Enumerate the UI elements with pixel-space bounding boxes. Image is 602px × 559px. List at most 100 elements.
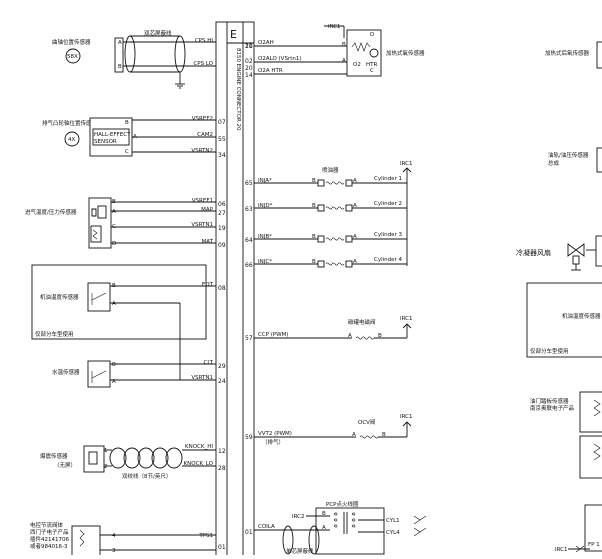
pin-02-name: O2ALO (VSrtn1) xyxy=(258,56,301,62)
pin-vsrtn2-num: 34 xyxy=(218,152,226,159)
svg-text:IRC2: IRC2 xyxy=(292,514,305,520)
pin-eot-num: 08 xyxy=(218,285,226,292)
svg-text:2: 2 xyxy=(104,464,108,470)
crank-badge: 58X xyxy=(67,54,78,60)
svg-text:B: B xyxy=(382,432,386,438)
svg-text:A: A xyxy=(342,58,346,64)
svg-text:油门踏板传感器: 油门踏板传感器 xyxy=(530,397,569,405)
pin-eot-name: EOT xyxy=(202,282,214,288)
svg-text:OCV阀: OCV阀 xyxy=(358,418,375,426)
svg-text:冷凝器风扇: 冷凝器风扇 xyxy=(516,248,551,257)
irc1-ccp: IRC1 xyxy=(400,316,413,322)
svg-text:C: C xyxy=(125,149,129,155)
svg-text:B: B xyxy=(118,64,122,70)
svg-text:水温传感器: 水温传感器 xyxy=(52,368,80,376)
svg-text:B: B xyxy=(312,259,316,265)
ecm-letter: E xyxy=(230,28,237,41)
pin-66-name: INJC* xyxy=(258,259,272,265)
pin-59-num: 59 xyxy=(245,434,253,441)
svg-text:加热式氧传感器: 加热式氧传感器 xyxy=(386,49,425,57)
pin-64-num: 64 xyxy=(245,237,253,244)
svg-text:Cylinder 1: Cylinder 1 xyxy=(374,176,402,182)
svg-text:A: A xyxy=(353,203,357,209)
injector-3: B A Cylinder 3 xyxy=(254,232,407,243)
pin-mat-name: MAT xyxy=(202,239,214,245)
pin-vsref1-num: 06 xyxy=(218,201,226,208)
pin-cps-lo-name: CPS LO xyxy=(193,61,213,67)
svg-text:A: A xyxy=(112,379,116,385)
svg-text:HALL-EFFECT: HALL-EFFECT xyxy=(94,132,131,138)
pin-knock-lo-name: KNOCK_LO xyxy=(184,461,214,467)
irc1-bottom: IRC1 xyxy=(555,547,568,553)
svg-text:O2: O2 xyxy=(353,62,361,68)
svg-text:B: B xyxy=(312,178,316,184)
svg-text:PCP点火线圈: PCP点火线圈 xyxy=(326,500,359,508)
svg-text:（无屏）: （无屏） xyxy=(54,462,76,469)
svg-text:单芯屏蔽线: 单芯屏蔽线 xyxy=(286,547,314,555)
pin-knock-hi-name: KNOCK_HI xyxy=(185,444,213,450)
svg-text:曲轴位置传感器: 曲轴位置传感器 xyxy=(52,38,91,46)
svg-text:B: B xyxy=(125,120,129,126)
throttle-body: 电控节流阀体 西门子电子产品 插件42141706 或者984016-3 4 3 xyxy=(30,521,216,557)
svg-text:双芯屏蔽线: 双芯屏蔽线 xyxy=(144,29,172,37)
svg-text:B: B xyxy=(312,203,316,209)
pin-cps-lo-num: 20 xyxy=(245,65,253,72)
pin-cam2-num: 55 xyxy=(218,136,226,143)
injectors: 喷油器 IRC1 B A Cylinder 1 B A Cylinder 2 xyxy=(254,161,413,268)
svg-text:3: 3 xyxy=(112,548,116,554)
svg-text:A: A xyxy=(118,40,122,46)
pin-63-name: INJD* xyxy=(258,203,273,209)
pin-63-num: 63 xyxy=(245,206,253,213)
pin-knock-lo-num: 28 xyxy=(218,465,226,472)
svg-text:A: A xyxy=(352,432,356,438)
svg-text:机油温度传感器: 机油温度传感器 xyxy=(562,312,601,320)
crank-sensor: 曲轴位置传感器 双芯屏蔽线 58X A B xyxy=(52,29,216,89)
svg-text:A: A xyxy=(353,178,357,184)
svg-text:总成: 总成 xyxy=(548,159,560,167)
pin-cps-hi-num: 21 xyxy=(245,43,253,50)
svg-text:油轨/油压传感器: 油轨/油压传感器 xyxy=(548,151,589,159)
pin-10-name: O2AH xyxy=(258,40,274,46)
svg-text:D: D xyxy=(370,32,374,38)
svg-text:A: A xyxy=(322,525,326,531)
svg-text:南京奥联电子产品: 南京奥联电子产品 xyxy=(530,404,575,412)
pin-01-num: 01 xyxy=(245,529,253,536)
ecm-side-label: 8150 ENGINE CONNECTOR 20 xyxy=(235,48,241,131)
svg-text:4: 4 xyxy=(112,533,116,539)
pin-vsrtn2-name: VSRTN2 xyxy=(191,148,213,154)
svg-text:插件42141706: 插件42141706 xyxy=(30,535,69,543)
svg-text:机油温度传感器: 机油温度传感器 xyxy=(40,293,79,301)
svg-text:CYL4: CYL4 xyxy=(386,530,400,536)
pin-mat-num: 09 xyxy=(218,242,226,249)
ecm-block: E 8150 ENGINE CONNECTOR 20 xyxy=(215,21,255,559)
cam-badge: 4X xyxy=(68,137,75,143)
pin-vsrtn1b-name: VSRTN1 xyxy=(191,375,213,381)
o2-sensor: IRC1 D B A C O2 HTR 加热式氧传感器 xyxy=(254,24,425,77)
svg-text:B: B xyxy=(322,511,326,517)
svg-text:进气温度/压力传感器: 进气温度/压力传感器 xyxy=(25,208,77,216)
svg-text:CYL1: CYL1 xyxy=(386,518,400,524)
pin-vsrtn1-name: VSRTN1 xyxy=(191,222,213,228)
coolant-sensor: 水温传感器 B A xyxy=(52,360,216,388)
pin-57-num: 57 xyxy=(245,335,253,342)
pin-tps1-name: TPS1 xyxy=(198,533,213,539)
svg-text:B: B xyxy=(342,42,346,48)
svg-text:仅部分车型使用: 仅部分车型使用 xyxy=(530,347,569,355)
svg-text:或者984016-3: 或者984016-3 xyxy=(30,542,68,550)
svg-text:西门子电子产品: 西门子电子产品 xyxy=(30,528,69,536)
svg-text:加热式后氧传感器: 加热式后氧传感器 xyxy=(545,49,590,57)
svg-text:A: A xyxy=(353,234,357,240)
pin-map-num: 27 xyxy=(218,210,226,217)
knock-sensor: 爆震传感器 （无屏） 1 2 双绞线（8节/英尺） xyxy=(40,445,216,480)
injector-2: B A Cylinder 2 xyxy=(254,201,407,212)
svg-text:喷油器: 喷油器 xyxy=(322,166,339,174)
pin-65-name: INJA* xyxy=(258,178,272,184)
svg-text:A: A xyxy=(348,333,352,339)
pin-02-num: 02 xyxy=(245,58,253,65)
pin-66-num: 66 xyxy=(245,262,253,269)
svg-text:电控节流阀体: 电控节流阀体 xyxy=(30,521,64,529)
svg-text:1: 1 xyxy=(104,448,108,454)
irc1-top: IRC1 xyxy=(328,24,341,30)
pin-64-name: INJB* xyxy=(258,234,272,240)
